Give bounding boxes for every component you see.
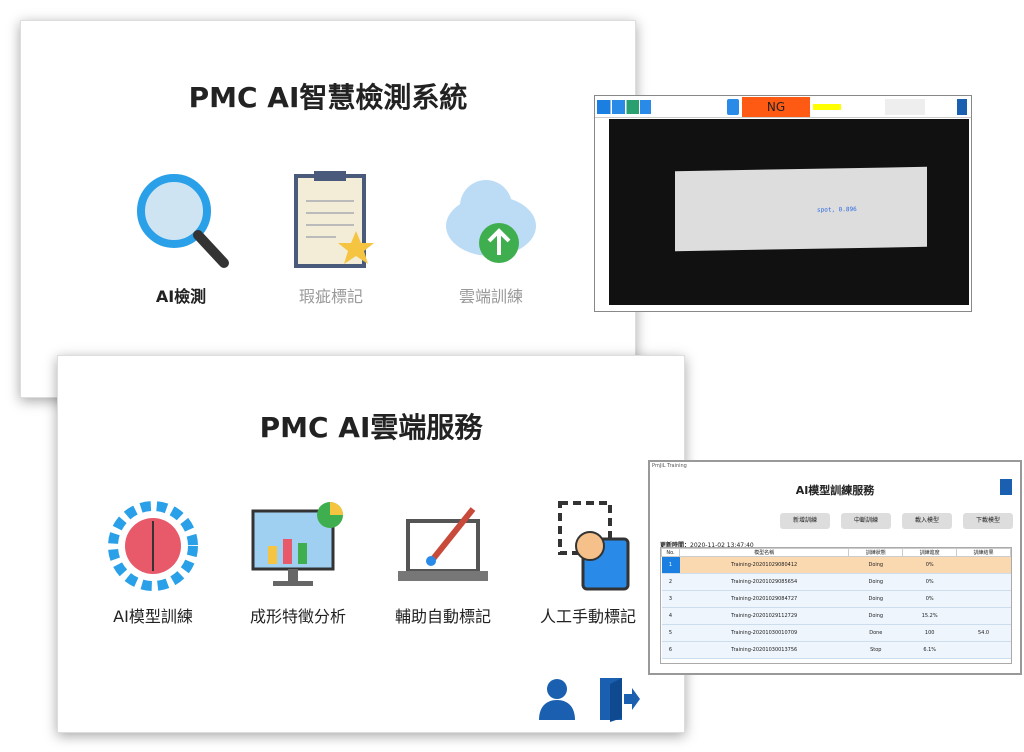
laptop-brush-icon	[398, 507, 488, 581]
inspection-system-panel: PMC AI智慧檢測系統 AI檢測 瑕疵標記 雲端訓練	[20, 20, 636, 398]
col-name: 模型名稱	[678, 548, 850, 557]
brain-gear-icon	[108, 501, 198, 591]
cloud-upload-icon	[446, 180, 536, 263]
table-cell: Doing	[848, 590, 903, 608]
ai-model-training-label: AI模型訓練	[113, 607, 193, 626]
table-cell: Training-20201029084727	[679, 590, 849, 608]
table-cell: 1	[661, 556, 680, 574]
table-cell: Training-20201029112729	[679, 607, 849, 625]
table-cell: Doing	[848, 573, 903, 591]
table-cell: 54.0	[956, 624, 1011, 642]
table-cell	[956, 573, 1011, 591]
table-cell: Training-20201030013756	[679, 641, 849, 659]
table-cell: Doing	[848, 556, 903, 574]
status-note	[813, 104, 841, 110]
ai-model-training-button[interactable]: AI模型訓練	[88, 501, 218, 627]
chart-monitor-icon	[251, 502, 343, 586]
defect-marking-label: 瑕疵標記	[298, 287, 363, 306]
exit-icon[interactable]	[957, 99, 967, 115]
table-cell: Training-20201029080412	[679, 556, 849, 574]
table-cell: 0%	[902, 590, 957, 608]
feature-analysis-button[interactable]: 成形特徵分析	[233, 501, 363, 627]
auto-marking-label: 輔助自動標記	[394, 607, 491, 626]
download-model-button[interactable]: 下載模型	[963, 513, 1013, 529]
ai-inspection-button[interactable]: AI檢測	[116, 171, 246, 307]
camera-view: spot, 0.896	[609, 119, 969, 305]
table-cell: 0%	[902, 556, 957, 574]
hand-select-icon	[558, 501, 630, 591]
table-cell: 0%	[902, 573, 957, 591]
toolbar: NG	[595, 96, 971, 118]
page-title: PMC AI雲端服務	[259, 411, 483, 444]
table-cell: Stop	[848, 641, 903, 659]
inspected-part: spot, 0.896	[675, 166, 927, 252]
col-no: No.	[661, 548, 680, 557]
table-cell: 6	[661, 641, 680, 659]
table-cell: Done	[848, 624, 903, 642]
table-cell: 5	[661, 624, 680, 642]
status-badge: NG	[742, 97, 810, 117]
cloud-training-button[interactable]: 雲端訓練	[426, 171, 556, 307]
window-title: PmJiL Training	[652, 463, 687, 469]
table-cell	[956, 641, 1011, 659]
settings-box[interactable]	[885, 99, 925, 115]
table-cell: Doing	[848, 607, 903, 625]
auto-marking-button[interactable]: 輔助自動標記	[378, 501, 508, 627]
magnifier-icon	[136, 174, 229, 268]
manual-marking-button[interactable]: 人工手動標記	[523, 501, 653, 627]
user-icon[interactable]	[538, 678, 576, 720]
table-header: No. 模型名稱 訓練狀態 訓練進度 訓練結果	[661, 548, 1011, 557]
ai-inspection-label: AI檢測	[155, 287, 207, 306]
clipboard-star-icon	[294, 171, 374, 268]
table-cell: 2	[661, 573, 680, 591]
training-service-screenshot: PmJiL Training AI模型訓練服務 新增訓練 中斷訓練 載入模型 下…	[648, 460, 1022, 675]
cloud-training-label: 雲端訓練	[458, 287, 523, 306]
defect-marking-button[interactable]: 瑕疵標記	[266, 171, 396, 307]
new-training-button[interactable]: 新增訓練	[780, 513, 830, 529]
update-time: 更新時間：2020-11-02 13:47:40	[660, 540, 754, 549]
page-title: PMC AI智慧檢測系統	[188, 81, 468, 114]
table-cell	[956, 590, 1011, 608]
table-cell: 4	[661, 607, 680, 625]
update-value: 2020-11-02 13:47:40	[690, 542, 754, 549]
detection-label: spot, 0.896	[817, 206, 857, 214]
table-cell	[956, 607, 1011, 625]
manual-marking-label: 人工手動標記	[539, 607, 636, 626]
col-progress: 訓練進度	[902, 548, 958, 557]
exit-icon[interactable]	[1000, 479, 1012, 495]
cloud-service-panel: PMC AI雲端服務 AI模型訓練 成形特徵分析 輔助自動標記 人工手動標記	[57, 355, 685, 733]
table-cell: 15.2%	[902, 607, 957, 625]
table-cell: 3	[661, 590, 680, 608]
camera-icon[interactable]	[727, 99, 739, 115]
stop-training-button[interactable]: 中斷訓練	[841, 513, 891, 529]
load-model-button[interactable]: 載入模型	[902, 513, 952, 529]
training-title: AI模型訓練服務	[795, 484, 875, 497]
update-label: 更新時間：	[660, 542, 691, 549]
col-result: 訓練結果	[956, 548, 1011, 557]
logout-icon[interactable]	[598, 676, 640, 722]
feature-analysis-label: 成形特徵分析	[249, 607, 346, 626]
table-cell: 100	[902, 624, 957, 642]
table-cell: 6.1%	[902, 641, 957, 659]
inspection-screenshot: NG spot, 0.896	[594, 95, 972, 312]
toolbar-buttons[interactable]	[597, 100, 651, 114]
table-cell: Training-20201029085654	[679, 573, 849, 591]
col-status: 訓練狀態	[848, 548, 904, 557]
table-cell	[956, 556, 1011, 574]
table-cell: Training-20201030010709	[679, 624, 849, 642]
